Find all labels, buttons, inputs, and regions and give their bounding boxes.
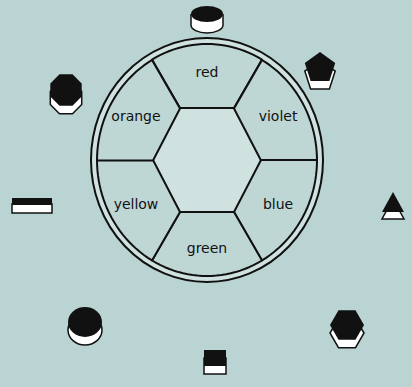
color-name: violet <box>259 108 298 124</box>
octagon-block <box>50 74 81 113</box>
color-name: red <box>196 64 219 80</box>
color-name: green <box>187 240 227 256</box>
bar-block <box>12 198 52 213</box>
pentagon-block <box>305 52 335 89</box>
hexagon-block <box>330 310 364 347</box>
cylinder-block <box>191 6 223 33</box>
color-name: yellow <box>114 196 159 212</box>
color-name: orange <box>111 108 160 124</box>
round-block <box>68 307 102 345</box>
wheel-segment: orange <box>97 60 180 160</box>
square-block <box>204 350 226 374</box>
segment-path <box>234 60 317 160</box>
wheel-rim-outline <box>91 38 323 282</box>
color-name: blue <box>263 196 293 212</box>
wheel-segment: yellow <box>97 160 180 260</box>
segment-path <box>97 60 180 160</box>
wheel-segment: violet <box>234 60 317 160</box>
wheel-rim <box>91 38 323 282</box>
triangle-block <box>382 192 404 219</box>
segment-path <box>97 160 180 260</box>
